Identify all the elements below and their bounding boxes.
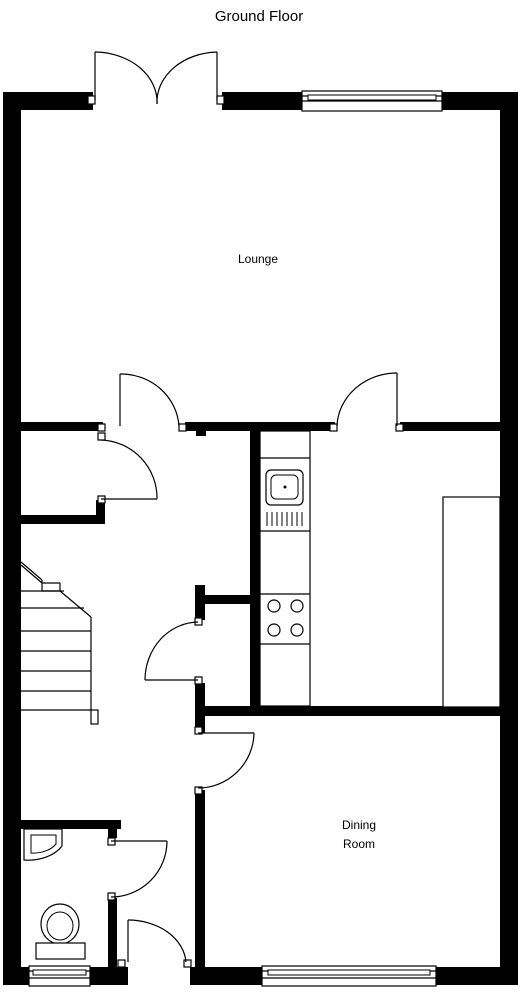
sink-icon (265, 469, 304, 526)
door-swing-icon (144, 617, 203, 685)
exterior-walls (3, 92, 518, 985)
room-label-dining-line2: Room (343, 837, 375, 851)
basin-icon (23, 828, 63, 861)
hob-icon (267, 599, 304, 637)
french-doors-icon (87, 51, 225, 105)
side-unit (442, 496, 501, 708)
door-swing-icon (97, 432, 158, 504)
interior-walls (21, 422, 500, 985)
window-icon (261, 965, 437, 987)
door-swing-icon (194, 726, 255, 795)
door-swing-icon (117, 919, 192, 968)
window-icon (301, 90, 443, 112)
window-icon (28, 965, 91, 987)
toilet-icon (35, 903, 86, 960)
room-label-dining-line1: Dining (342, 818, 376, 832)
door-swing-icon (97, 373, 187, 432)
room-label-lounge: Lounge (238, 252, 278, 266)
floor-title: Ground Floor (215, 8, 303, 25)
door-swing-icon (107, 837, 168, 901)
stairs-icon (20, 561, 99, 725)
door-swing-icon (329, 372, 404, 432)
